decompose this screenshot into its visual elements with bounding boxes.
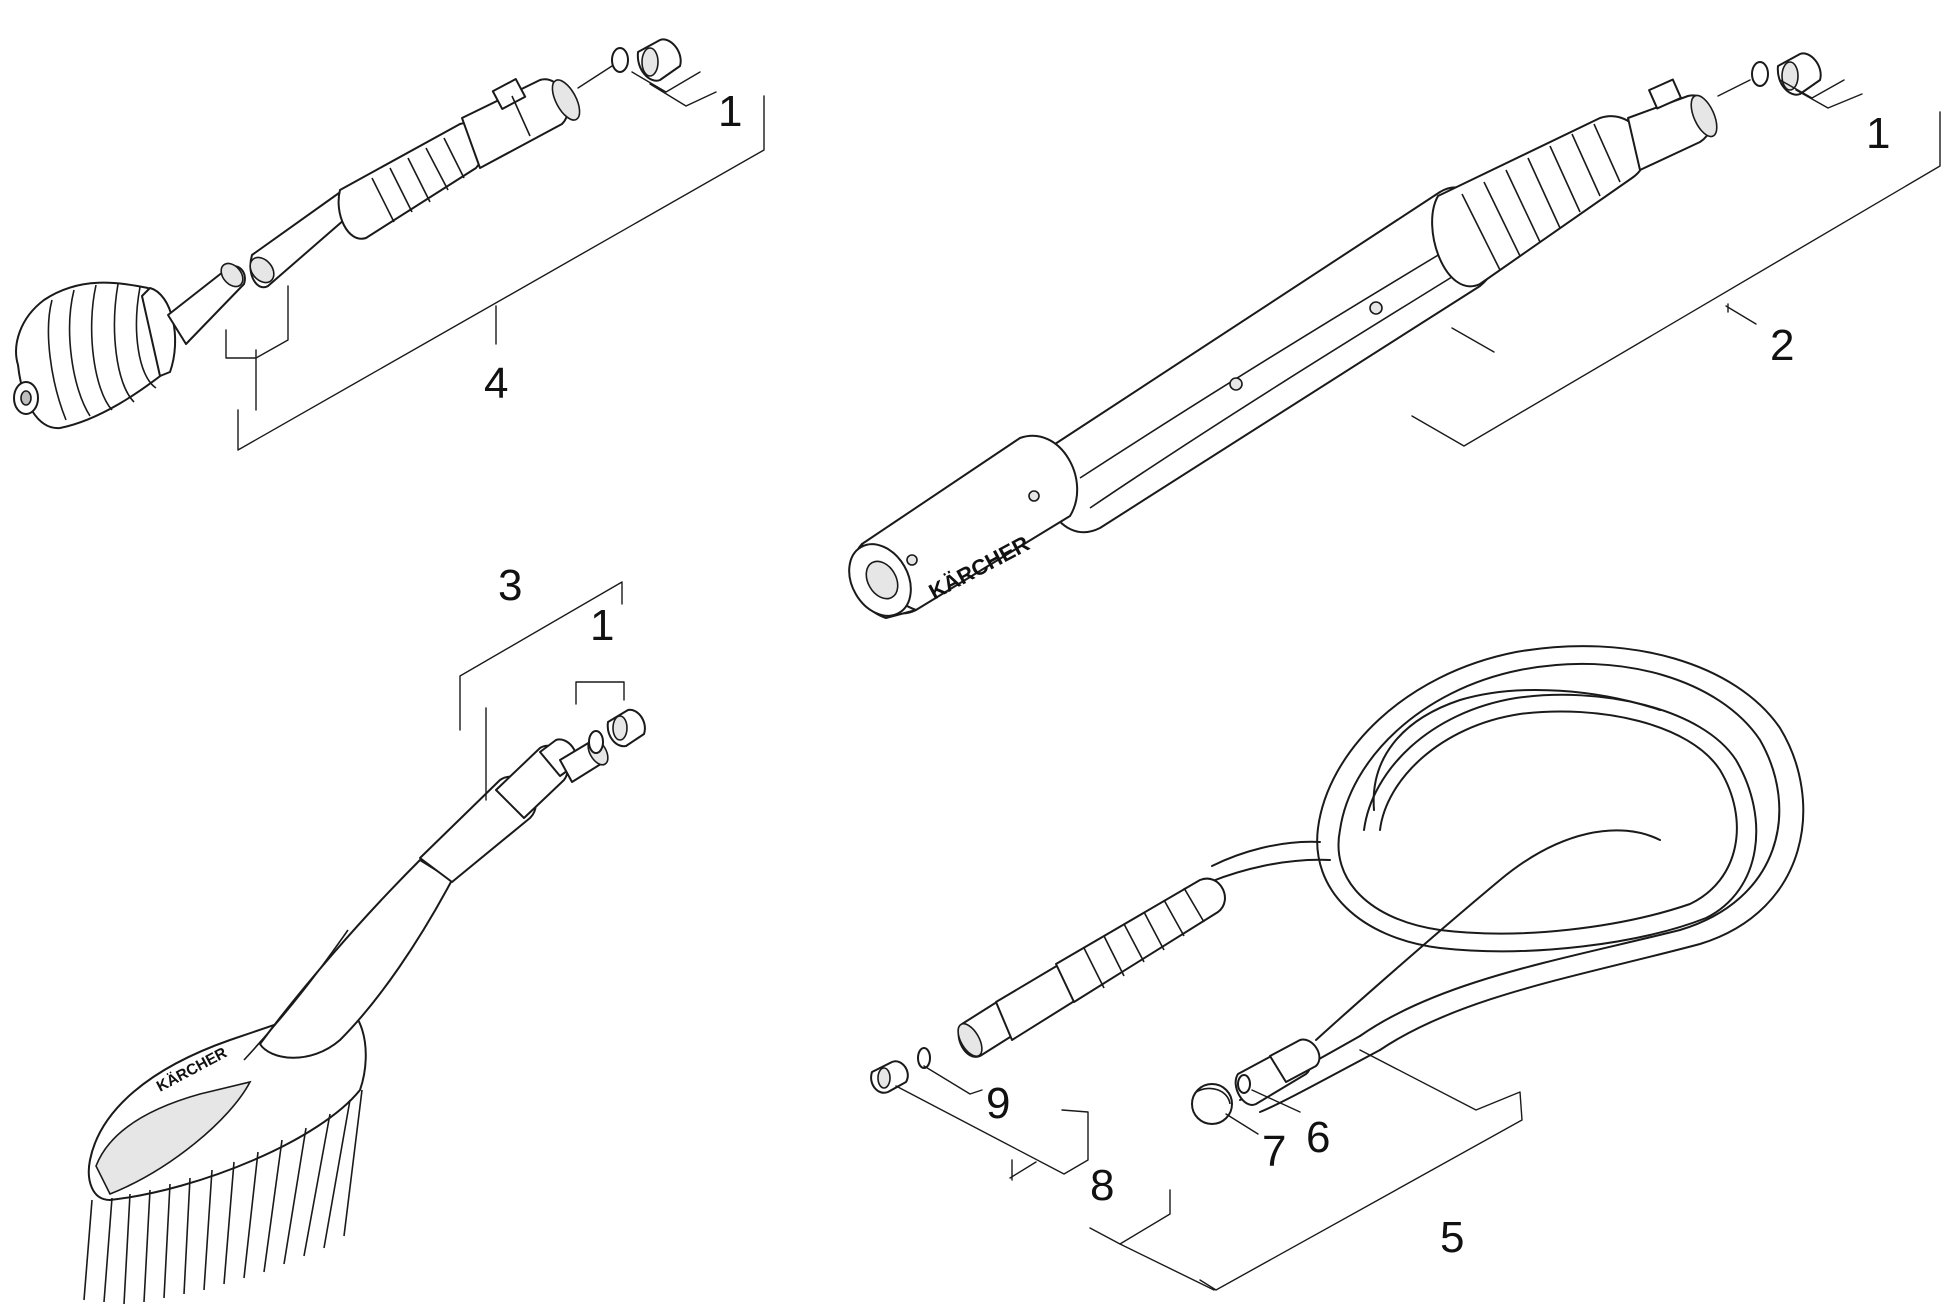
callout-5: 5: [1440, 1213, 1464, 1262]
callout-3: 3: [498, 561, 522, 610]
callout-1-brush: 1: [590, 601, 614, 650]
callout-8: 8: [1090, 1161, 1114, 1210]
seal-and-nut-top-left: [577, 38, 682, 89]
vario-power-spray-lance: KÄRCHER: [848, 78, 1718, 619]
leader-lines: [225, 71, 1941, 1291]
callout-labels: 1 1 1 2 3 4 5 6 7 8 9: [484, 87, 1890, 1262]
seal-and-nut-brush: [588, 708, 646, 754]
high-pressure-hose: [1209, 645, 1805, 1113]
callout-4: 4: [484, 359, 508, 408]
wash-brush: KÄRCHER: [83, 738, 609, 1305]
cap-and-ring: [1191, 1074, 1251, 1125]
seal-and-nut-hose: [870, 1047, 931, 1094]
callout-6: 6: [1306, 1113, 1330, 1162]
callout-9: 9: [986, 1079, 1010, 1128]
callout-2: 2: [1770, 321, 1794, 370]
callout-7: 7: [1262, 1127, 1286, 1176]
callout-1-top-left: 1: [718, 87, 742, 136]
hose-coupling-end: [957, 877, 1226, 1058]
seal-and-nut-top-right: [1717, 52, 1822, 97]
rotary-nozzle-lance: [13, 78, 581, 430]
callout-1-top-right: 1: [1866, 109, 1890, 158]
